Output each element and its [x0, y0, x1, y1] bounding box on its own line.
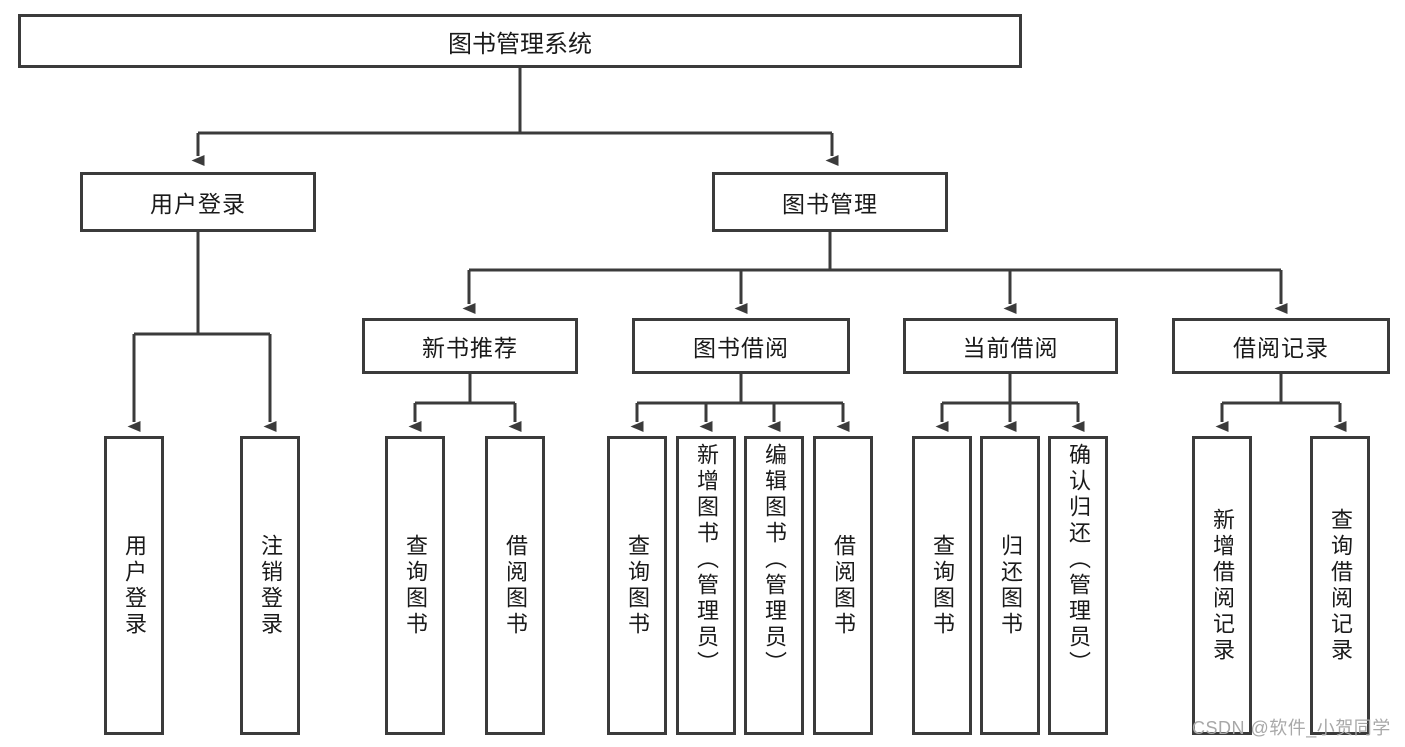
leaf-label: 查询图书 [625, 533, 650, 638]
leaf-add-borrow-record[interactable]: 新增借阅记录 [1192, 436, 1252, 735]
leaf-user-login[interactable]: 用户登录 [104, 436, 164, 735]
leaf-label: 用户登录 [122, 533, 147, 638]
node-book-management[interactable]: 图书管理 [712, 172, 948, 232]
node-label: 借阅记录 [1233, 335, 1329, 361]
node-label: 图书管理 [782, 191, 878, 217]
leaf-query-book-1[interactable]: 查询图书 [385, 436, 445, 735]
leaf-label: 查询图书 [930, 533, 955, 638]
leaf-confirm-return-admin[interactable]: 确认归还（管理员） [1048, 436, 1108, 735]
leaf-query-book-2[interactable]: 查询图书 [607, 436, 667, 735]
node-label: 图书借阅 [693, 335, 789, 361]
node-label: 新书推荐 [422, 335, 518, 361]
node-new-book-recommend[interactable]: 新书推荐 [362, 318, 578, 374]
leaf-label: 新增图书（管理员） [694, 443, 719, 677]
node-label: 图书管理系统 [448, 30, 592, 58]
leaf-label: 借阅图书 [831, 533, 856, 638]
leaf-return-book[interactable]: 归还图书 [980, 436, 1040, 735]
leaf-label: 编辑图书（管理员） [762, 443, 787, 677]
leaf-label: 借阅图书 [503, 533, 528, 638]
node-borrow-record[interactable]: 借阅记录 [1172, 318, 1390, 374]
node-label: 用户登录 [150, 191, 246, 217]
leaf-label: 归还图书 [998, 533, 1023, 638]
node-current-borrow[interactable]: 当前借阅 [903, 318, 1118, 374]
leaf-query-book-3[interactable]: 查询图书 [912, 436, 972, 735]
leaf-label: 查询借阅记录 [1328, 507, 1353, 664]
leaf-edit-book-admin[interactable]: 编辑图书（管理员） [744, 436, 804, 735]
leaf-label: 确认归还（管理员） [1066, 443, 1091, 677]
node-user-login[interactable]: 用户登录 [80, 172, 316, 232]
leaf-logout[interactable]: 注销登录 [240, 436, 300, 735]
leaf-label: 注销登录 [258, 533, 283, 638]
leaf-borrow-book-1[interactable]: 借阅图书 [485, 436, 545, 735]
csdn-watermark: CSDN @软件_小贺同学 [1192, 718, 1391, 738]
leaf-query-borrow-record[interactable]: 查询借阅记录 [1310, 436, 1370, 735]
node-label: 当前借阅 [962, 335, 1059, 361]
leaf-label: 新增借阅记录 [1210, 507, 1235, 664]
leaf-label: 查询图书 [403, 533, 428, 638]
node-book-borrow[interactable]: 图书借阅 [632, 318, 850, 374]
leaf-borrow-book-2[interactable]: 借阅图书 [813, 436, 873, 735]
node-root-system[interactable]: 图书管理系统 [18, 14, 1022, 68]
leaf-add-book-admin[interactable]: 新增图书（管理员） [676, 436, 736, 735]
